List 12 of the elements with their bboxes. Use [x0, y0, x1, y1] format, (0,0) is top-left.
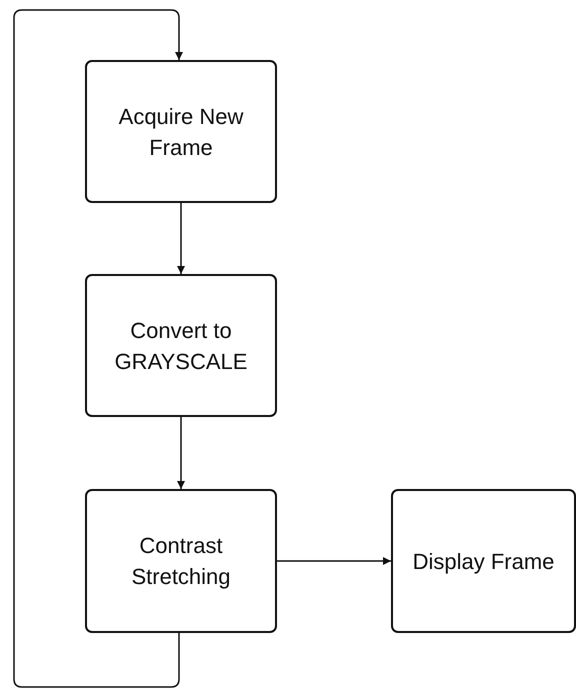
box-label: Convert to GRAYSCALE [114, 316, 248, 376]
arrow [277, 557, 391, 565]
process-box [391, 489, 576, 633]
process-box [85, 274, 277, 417]
process-box [85, 60, 277, 203]
box-label: Acquire New Frame [118, 102, 244, 162]
arrow [13, 9, 183, 688]
arrow [177, 417, 185, 489]
box-label: Display Frame [412, 548, 554, 576]
box-label: Contrast Stretching [130, 532, 232, 591]
arrow [177, 203, 185, 274]
process-box [85, 489, 277, 633]
